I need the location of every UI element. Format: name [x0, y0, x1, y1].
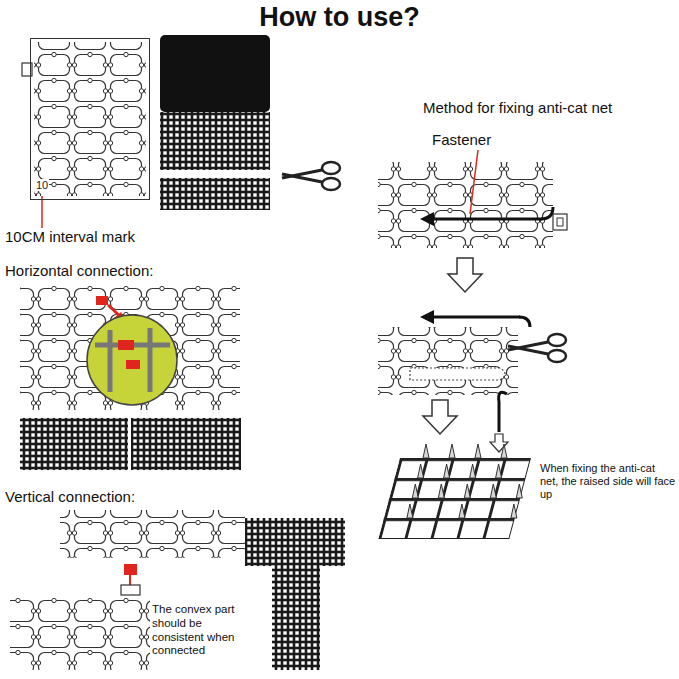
fixing-step-1 [378, 150, 567, 248]
annotation-label: Fastener [432, 131, 532, 149]
interval-number: 10 [35, 179, 49, 191]
annotation-label: Horizontal connection: [5, 262, 245, 280]
down-arrow [423, 400, 457, 434]
fastener-hook [499, 392, 507, 432]
annotation-label: Vertical connection: [5, 488, 245, 506]
fixing-step-2 [378, 310, 566, 395]
down-arrow [448, 258, 482, 292]
horizontal-connection [20, 285, 241, 470]
net-roll [160, 35, 340, 210]
inset-box: 10 [30, 38, 150, 200]
raised-net [378, 444, 531, 539]
vertical-connection [10, 510, 345, 670]
title: How to use? [0, 2, 679, 33]
annotation-label: Method for fixing anti-cat net [423, 99, 679, 117]
annotation-label: When fixing the anti-cat net, the raised… [540, 462, 676, 502]
inset-net [22, 42, 146, 228]
annotation-label: The convex part should be consistent whe… [152, 603, 252, 658]
annotation-label: 10CM interval mark [5, 228, 205, 246]
